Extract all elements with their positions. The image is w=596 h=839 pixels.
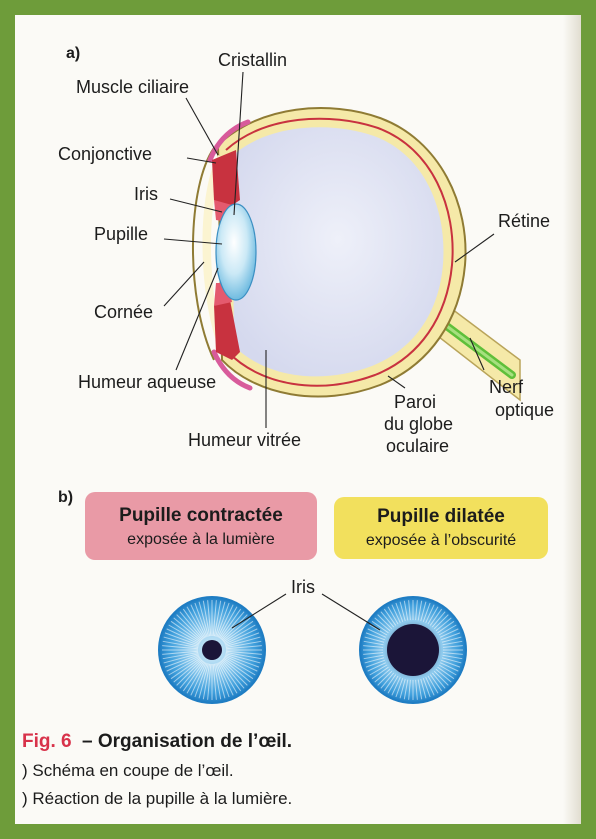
pupil-contracted bbox=[202, 640, 222, 660]
label-conjonctive: Conjonctive bbox=[58, 144, 152, 164]
label-nerf: Nerf bbox=[489, 377, 524, 397]
crystalline-lens bbox=[216, 204, 256, 300]
caption-line-a: ) Schéma en coupe de l’œil. bbox=[22, 761, 234, 780]
label-paroi: Paroi bbox=[394, 392, 436, 412]
caption-title: – Organisation de l’œil. bbox=[82, 731, 292, 752]
figure-caption: Fig. 6 – Organisation de l’œil. ) Schéma… bbox=[22, 731, 292, 808]
section-a-label: a) bbox=[66, 45, 80, 62]
label-muscle-ciliaire: Muscle ciliaire bbox=[76, 77, 189, 97]
label-retine: Rétine bbox=[498, 211, 550, 231]
label-iris: Iris bbox=[134, 184, 158, 204]
vitreous-humour bbox=[232, 127, 443, 376]
label-pupille: Pupille bbox=[94, 224, 148, 244]
label-oculaire: oculaire bbox=[386, 436, 449, 456]
iris-contracted bbox=[159, 597, 265, 703]
contracted-pupil-box bbox=[85, 492, 317, 560]
contracted-pupil-subtitle: exposée à la lumière bbox=[127, 531, 275, 548]
iris-dilated bbox=[360, 597, 466, 703]
dilated-pupil-subtitle: exposée à l’obscurité bbox=[366, 532, 516, 549]
eye-cross-section bbox=[193, 108, 520, 400]
label-iris-b: Iris bbox=[291, 577, 315, 597]
dilated-pupil-title: Pupille dilatée bbox=[377, 506, 505, 527]
label-optique: optique bbox=[495, 400, 554, 420]
pupil-dilated bbox=[387, 624, 439, 676]
contracted-pupil-title: Pupille contractée bbox=[119, 505, 283, 526]
caption-line-b: ) Réaction de la pupille à la lumière. bbox=[22, 789, 292, 808]
label-humeur-aqueuse: Humeur aqueuse bbox=[78, 372, 216, 392]
section-b-label: b) bbox=[58, 489, 73, 506]
label-cristallin: Cristallin bbox=[218, 50, 287, 70]
label-cornee: Cornée bbox=[94, 302, 153, 322]
label-du-globe: du globe bbox=[384, 414, 453, 434]
caption-fig-label: Fig. 6 bbox=[22, 731, 72, 752]
label-humeur-vitree: Humeur vitrée bbox=[188, 430, 301, 450]
